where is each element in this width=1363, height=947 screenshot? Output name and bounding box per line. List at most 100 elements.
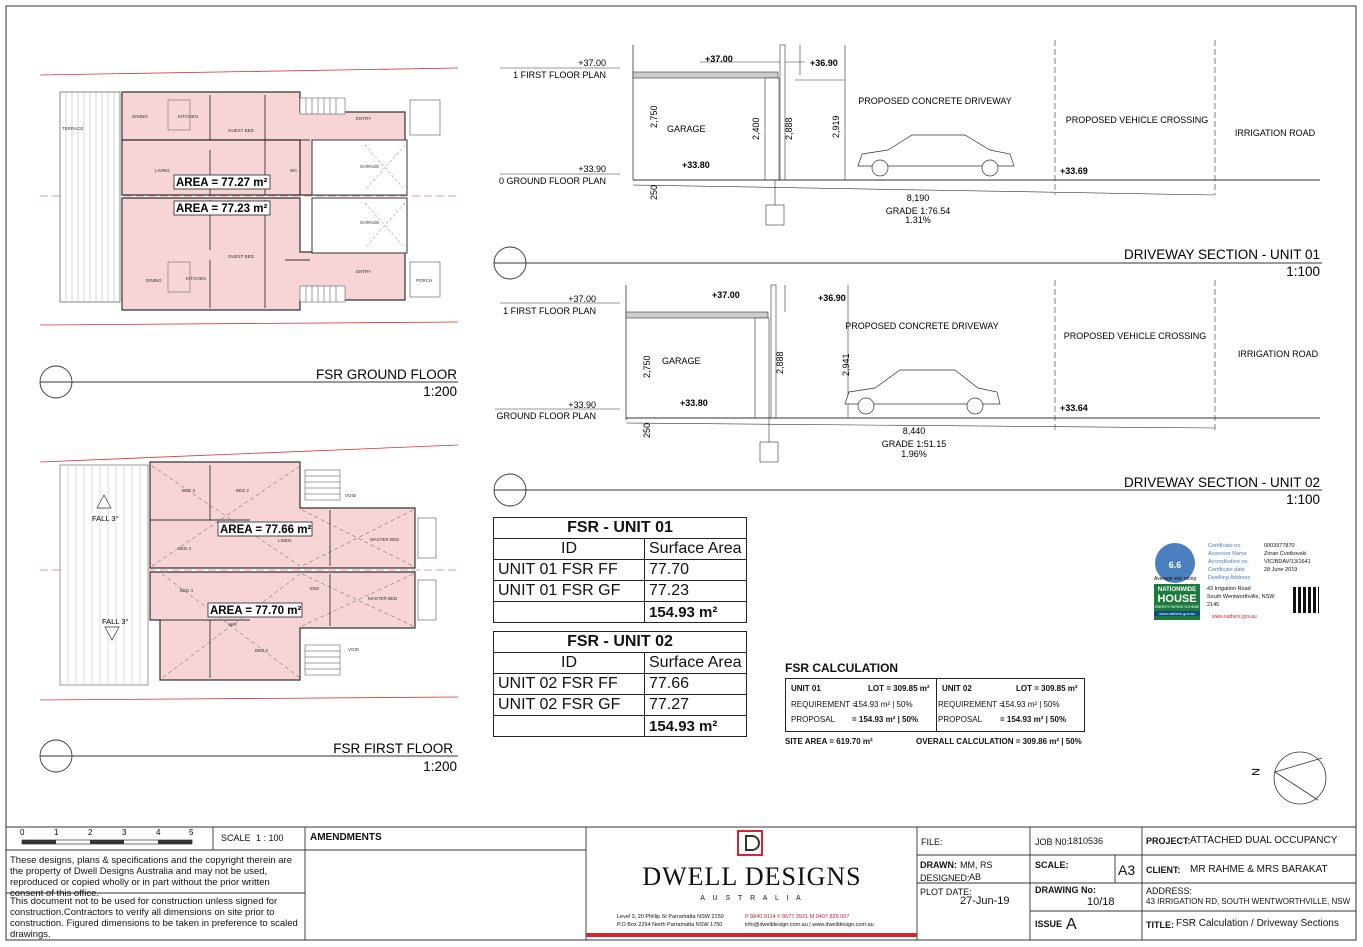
s2-ground-floor-label: GROUND FLOOR PLAN (496, 411, 596, 421)
tb-scale-label: SCALE (221, 833, 251, 843)
s1-dim-c: 2,888 (784, 117, 794, 140)
tb-client-label: CLIENT: (1146, 865, 1181, 875)
nathers-logo: NATIONWIDE HOUSE ENERGY RATING SCHEME ww… (1154, 584, 1200, 620)
fsr-unit01-col-area: Surface Area (644, 538, 747, 560)
tb-project-label: PROJECT: (1146, 836, 1191, 846)
nathers-site: www.nathers.gov.au (1212, 614, 1257, 620)
first-floor-plan: FALL 3° FALL 3° BED 3 BED 2 (39, 444, 459, 774)
fsr-unit02-row2-id: UNIT 02 FSR GF (493, 694, 645, 716)
calc-site-area: SITE AREA = 619.70 m² (785, 737, 873, 746)
nathers-avg: Average star rating (1154, 576, 1197, 582)
fsr-unit02-row2-area: 77.27 (644, 694, 747, 716)
tb-client-value: MR RAHME & MRS BARAKAT (1190, 864, 1328, 875)
s2-length: 8,440 (903, 426, 926, 436)
fsr-unit01-row1-id: UNIT 01 FSR FF (493, 559, 645, 581)
tb-drawn-value: MM, RS (960, 860, 993, 870)
scale-bar: 0 1 2 3 4 5 (20, 828, 194, 845)
calc-u1-req: 154.93 m² | 50% (854, 700, 913, 709)
s2-top-a: +37.00 (712, 290, 740, 300)
calc-u2-prop-label: PROPOSAL (938, 715, 983, 724)
s1-dim-d: 2,919 (831, 115, 841, 138)
gf-label-terrace: TERRACE (62, 126, 84, 131)
calc-overall: OVERALL CALCULATION = 309.86 m² | 50% (916, 737, 1082, 746)
ff-label-bed4: BED 4 (178, 546, 192, 551)
brand-name: DWELL DESIGNS (642, 862, 862, 891)
s2-road: IRRIGATION ROAD (1238, 349, 1319, 359)
ff-label-master-bed: MASTER BED (370, 537, 400, 542)
tb-amendments: AMENDMENTS (310, 832, 382, 843)
s1-dim-250: 250 (649, 185, 659, 200)
s2-slab: +33.80 (680, 398, 708, 408)
nathers-keys: Certificate no. Assessor Name Accreditat… (1208, 543, 1251, 581)
tb-drawing-value: 10/18 (1087, 896, 1115, 908)
qr-code-icon (1293, 587, 1319, 613)
tb-issue-value: A (1066, 916, 1077, 933)
brand-contact2: info@dwelldesign.com.au | www.dwelldesig… (745, 922, 874, 928)
scale-tick-3: 3 (122, 828, 127, 837)
tb-construction: This document not to be used for constru… (10, 896, 298, 940)
tb-plot-label: PLOT DATE: (920, 887, 972, 897)
ff-title: FSR FIRST FLOOR (333, 741, 453, 756)
nathers-url: www.nathers.gov.au (1154, 611, 1200, 616)
ff-label-ens: ENS (310, 586, 319, 591)
fsr-unit02-row1-area: 77.66 (644, 673, 747, 695)
s2-grade-pct: 1.96% (901, 449, 927, 459)
s2-rl-first: +37.00 (568, 294, 596, 304)
s1-ground-floor-label: 0 GROUND FLOOR PLAN (499, 176, 606, 186)
fsr-unit02-total: 154.93 m² (644, 715, 747, 737)
north-label: N (1249, 768, 1261, 776)
ff-label-bed3: BED 3 (182, 488, 196, 493)
fsr-unit02-col-area: Surface Area (644, 652, 747, 674)
fsr-unit02-col-id: ID (493, 652, 645, 674)
s1-crossing-label: PROPOSED VEHICLE CROSSING (1066, 115, 1209, 125)
s1-driveway-label: PROPOSED CONCRETE DRIVEWAY (858, 96, 1012, 106)
driveway-section-unit-01: +37.00 1 FIRST FLOOR PLAN +33.90 0 GROUN… (493, 40, 1322, 280)
scale-tick-4: 4 (156, 828, 161, 837)
gf-area-lower: AREA = 77.23 m² (176, 203, 267, 215)
s1-slab: +33.80 (682, 160, 710, 170)
tb-designed-label: DESIGNED: (920, 873, 970, 883)
gf-label-dining-2: DINING (146, 278, 162, 283)
s1-rl-first: +37.00 (578, 58, 606, 68)
tb-address-value: 43 IRRIGATION RD, SOUTH WENTWORTHVILLE, … (1146, 897, 1351, 906)
calc-u1-label: UNIT 01 (791, 684, 821, 693)
star-rating-icon: 6.6 (1155, 543, 1195, 583)
scale-tick-0: 0 (20, 828, 25, 837)
gf-scale: 1:200 (423, 384, 457, 399)
s2-crossing-label: PROPOSED VEHICLE CROSSING (1064, 331, 1207, 341)
brand-sub: A U S T R A L I A (700, 895, 804, 902)
s2-rl-ground: +33.90 (568, 400, 596, 410)
tb-plot-value: 27-Jun-19 (960, 895, 1010, 907)
ff-label-bed2-2: BED 2 (255, 648, 269, 653)
ff-label-void-2: VOID (348, 647, 360, 652)
ff-label-linen: LINEN (278, 538, 291, 543)
calc-u1-prop: = 154.93 m² | 50% (852, 715, 919, 724)
nathers-scheme: ENERGY RATING SCHEME (1154, 605, 1200, 609)
tb-drawn-label: DRAWN: (920, 860, 957, 870)
tb-copyright: These designs, plans & specifications an… (10, 855, 292, 899)
tb-file-label: FILE: (921, 837, 943, 847)
tb-issue-label: ISSUE (1035, 919, 1063, 929)
ff-label-void: VOID (345, 493, 357, 498)
s1-garage: GARAGE (667, 124, 706, 134)
ff-area-upper: AREA = 77.66 m² (220, 524, 311, 536)
tb-scale-value: 1 : 100 (256, 833, 284, 843)
tb-paper: A3 (1118, 862, 1136, 878)
ff-fall-lower: FALL 3° (102, 617, 129, 626)
s1-top-a: +37.00 (705, 54, 733, 64)
tb-drawing-label: DRAWING No: (1035, 885, 1096, 895)
calc-u1-lot: LOT = 309.85 m² (868, 684, 930, 693)
north-arrow: N (1249, 751, 1327, 805)
nathers-certificate: 6.6 Average star rating NATIONWIDE HOUSE… (1150, 540, 1325, 625)
s1-dim-b: 2,400 (751, 117, 761, 140)
tb-designed-value: AB (969, 872, 982, 882)
nathers-values: 0003977870 Zoran Cvetkovski VIC/BDAV/13/… (1264, 543, 1311, 573)
ff-scale: 1:200 (423, 759, 457, 774)
s1-dim-a: 2,750 (649, 105, 659, 128)
s1-top-b: +36.90 (810, 58, 838, 68)
s2-dim-c: 2,888 (775, 351, 785, 374)
